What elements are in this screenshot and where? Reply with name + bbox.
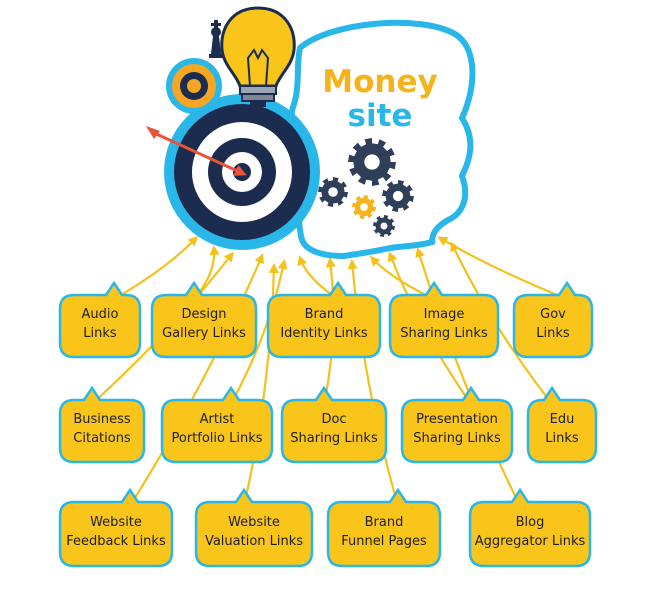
- gear-left-icon: [318, 177, 348, 207]
- node-label-line: Presentation: [416, 412, 498, 427]
- title-line-1: Money: [322, 64, 437, 100]
- gear-large-icon: [348, 138, 396, 186]
- gears-illustration: [318, 138, 414, 237]
- money-site-title: Money site: [322, 64, 437, 134]
- node-label-line: Feedback Links: [66, 534, 166, 549]
- node-label-line: Gov: [540, 307, 566, 322]
- node-label-line: Valuation Links: [205, 534, 303, 549]
- node-label-line: Artist: [200, 412, 235, 427]
- node-bubble: [400, 385, 514, 464]
- connector-website-feedback-links: [129, 253, 264, 507]
- node-label-line: Brand: [365, 515, 404, 530]
- node-label-line: Sharing Links: [290, 431, 378, 446]
- node-label-line: Brand: [305, 307, 344, 322]
- gear-right-icon: [382, 180, 414, 212]
- node-bubble: [266, 280, 382, 359]
- connector-brand-funnel-pages: [347, 259, 400, 507]
- node-label-line: Portfolio Links: [171, 431, 262, 446]
- connector-artist-portfolio-links: [230, 259, 288, 405]
- node-bubble: [160, 385, 274, 464]
- connector-arrows: [91, 235, 568, 507]
- node-label-line: Blog: [516, 515, 545, 530]
- node-bubble: [512, 280, 594, 359]
- node-label-line: Website: [228, 515, 280, 530]
- node-bubble: [388, 280, 500, 359]
- node-label-line: Links: [83, 326, 117, 341]
- title-line-2: site: [348, 98, 413, 134]
- chess-piece-icon: [209, 20, 223, 58]
- target-illustration: [146, 94, 320, 250]
- node-label-line: Citations: [73, 431, 131, 446]
- node-label-line: Gallery Links: [162, 326, 246, 341]
- node-bubble: [326, 487, 442, 568]
- connector-image-sharing-links: [369, 255, 435, 300]
- connector-gov-links: [437, 236, 568, 301]
- node-label-line: Design: [182, 307, 227, 322]
- node-bubble: [58, 280, 142, 359]
- small-target-icon: [166, 58, 222, 114]
- lightbulb-icon: [220, 6, 296, 107]
- node-label-line: Aggregator Links: [475, 534, 586, 549]
- node-label-line: Doc: [321, 412, 346, 427]
- node-label-line: Links: [545, 431, 579, 446]
- connector-blog-aggregator-links: [415, 247, 521, 507]
- node-bubble: [58, 487, 174, 568]
- node-label-line: Image: [424, 307, 465, 322]
- dart-arrow: [151, 130, 247, 176]
- node-label-line: Sharing Links: [413, 431, 501, 446]
- node-bubble: [280, 385, 388, 464]
- node-bubble: [150, 280, 258, 359]
- node-bubble: [58, 385, 146, 464]
- node-label-line: Funnel Pages: [341, 534, 427, 549]
- gear-small-icon: [373, 215, 395, 237]
- node-label-line: Sharing Links: [400, 326, 488, 341]
- node-label-line: Links: [536, 326, 570, 341]
- node-label-line: Identity Links: [280, 326, 368, 341]
- node-label-line: Business: [73, 412, 131, 427]
- node-bubble: [526, 385, 598, 464]
- node-label-line: Website: [90, 515, 142, 530]
- node-label-line: Edu: [550, 412, 575, 427]
- node-bubble: [194, 487, 314, 568]
- node-label-line: Audio: [82, 307, 119, 322]
- gear-gold-icon: [352, 195, 376, 219]
- node-bubble: [468, 487, 592, 568]
- connector-audio-links: [113, 235, 199, 300]
